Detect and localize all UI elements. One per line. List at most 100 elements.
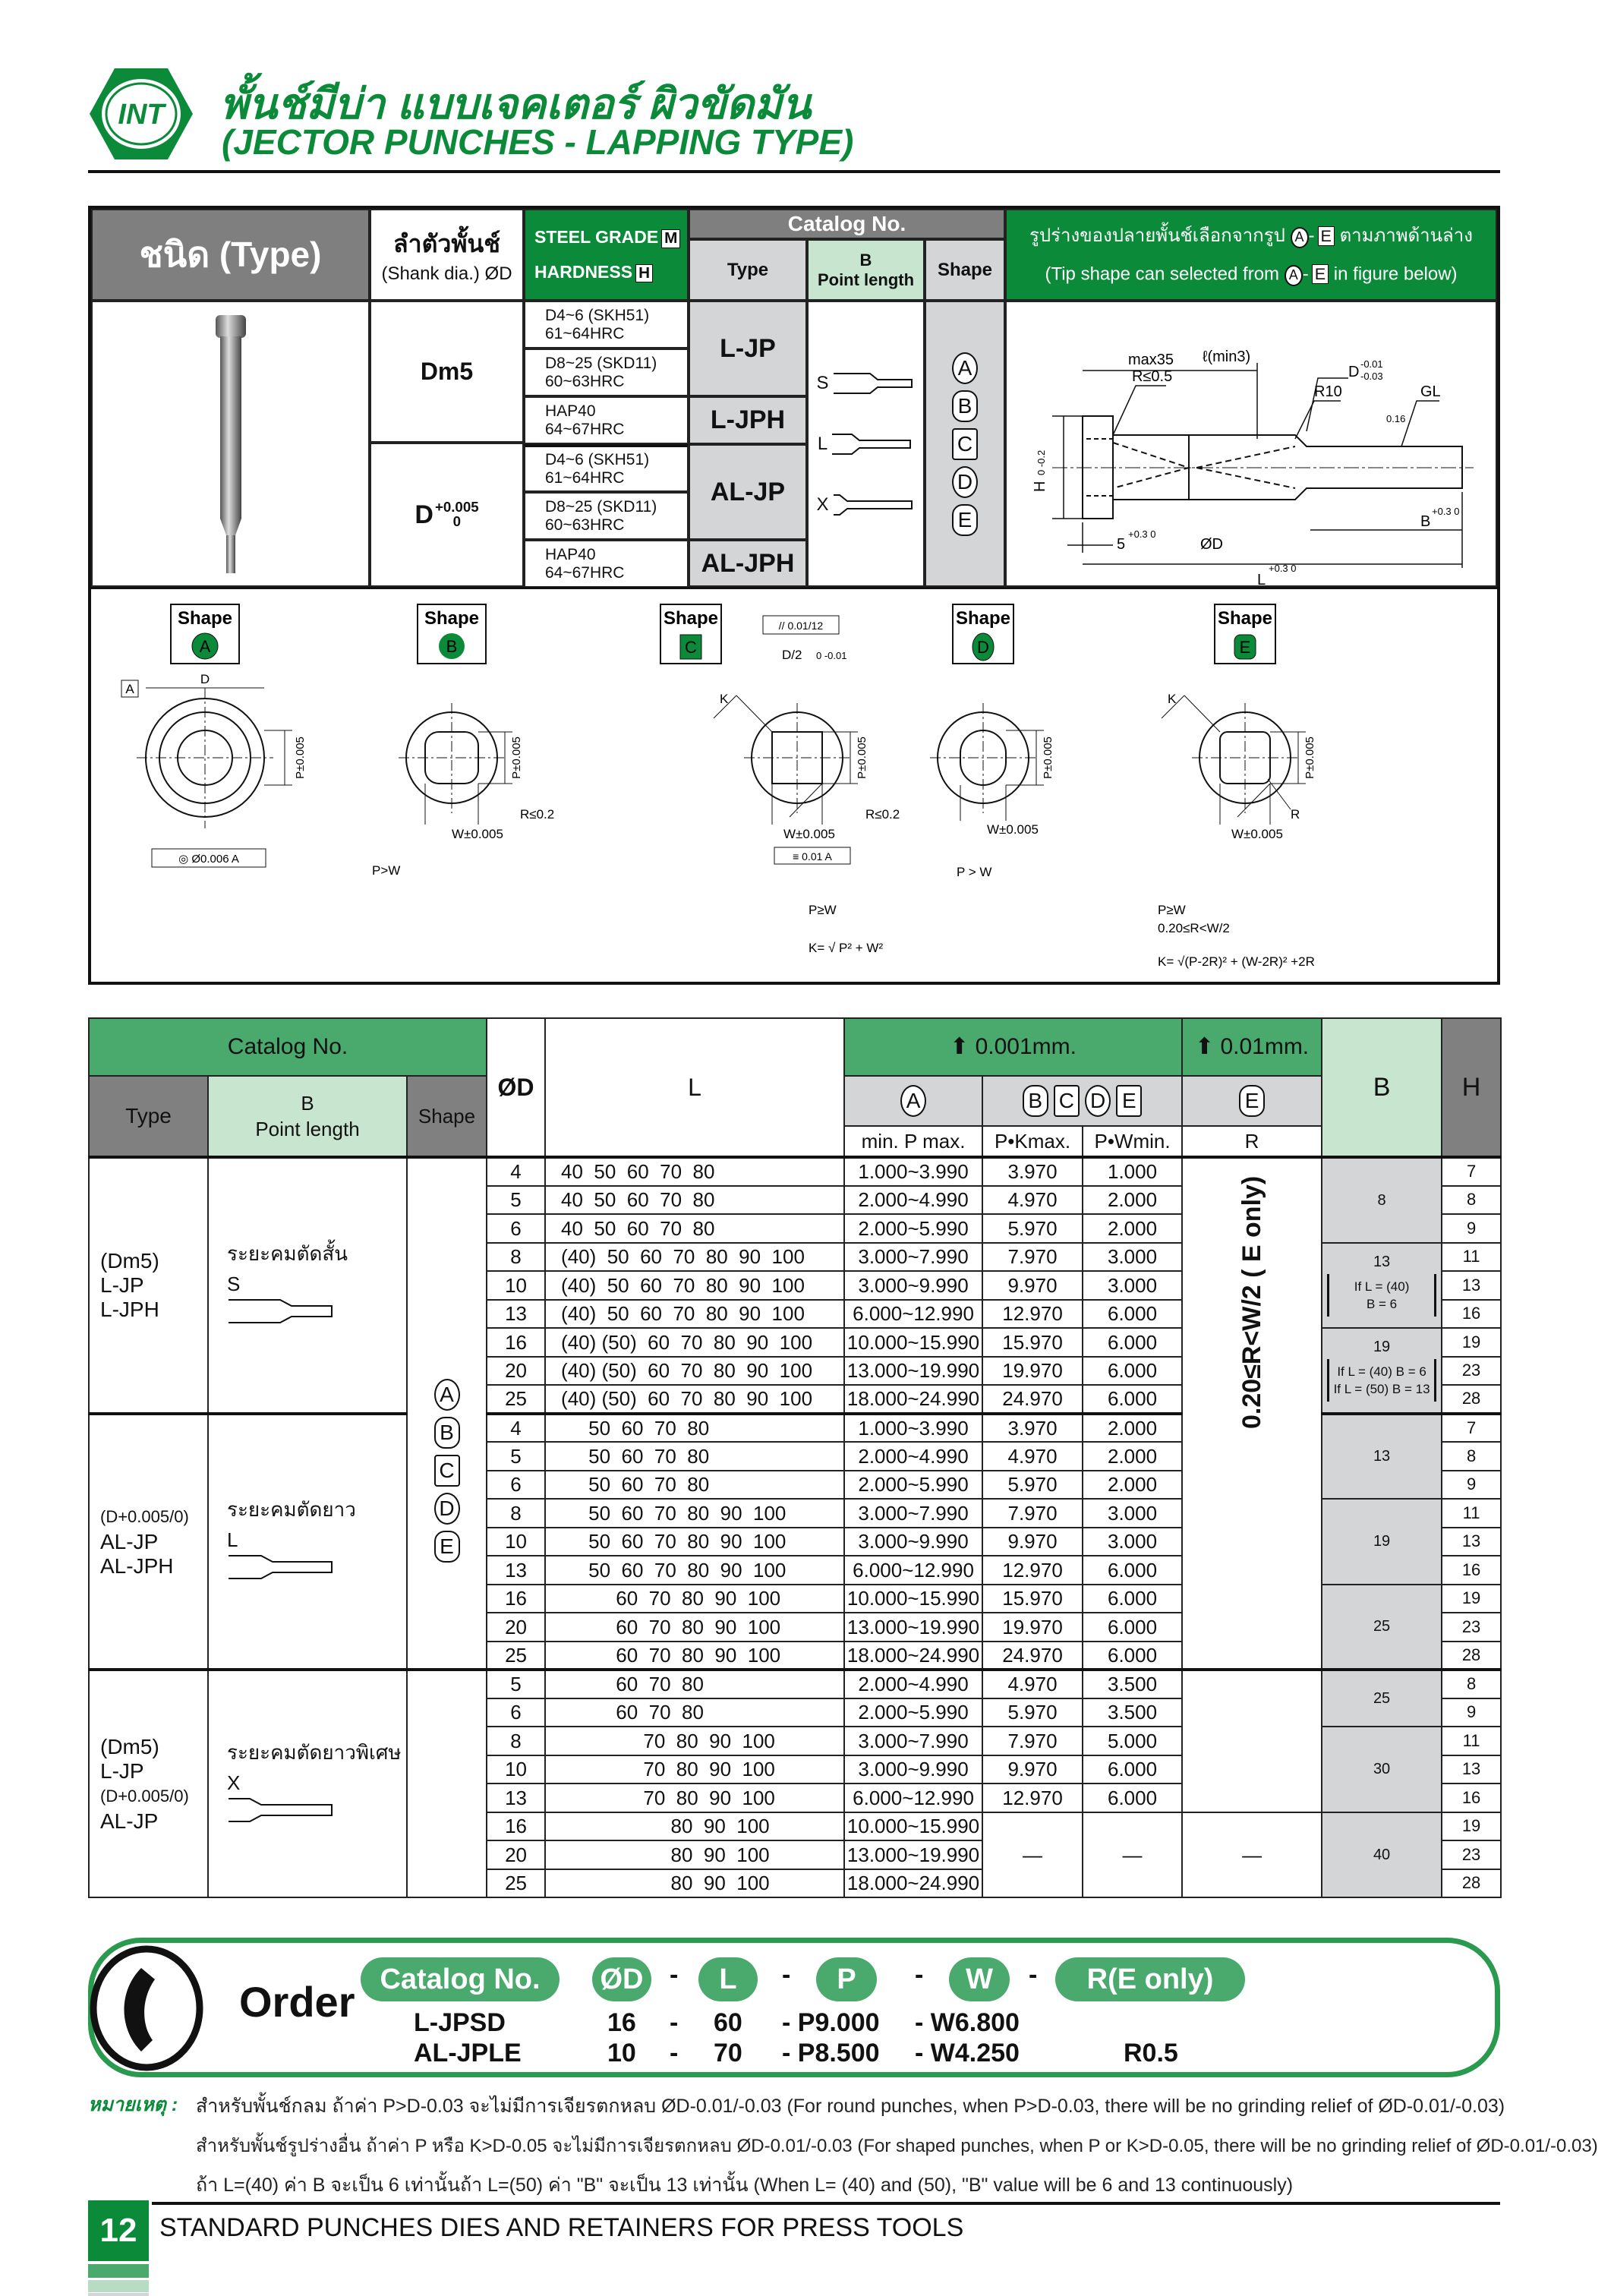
type-line: L-JP (100, 1273, 144, 1297)
svg-text:◎ Ø0.006 A: ◎ Ø0.006 A (178, 853, 239, 866)
l-values: 60 70 80 (544, 1697, 846, 1727)
shape-bcde-header: B C D E (982, 1075, 1184, 1127)
l-values: 80 90 100 (544, 1868, 846, 1898)
od-value: 10 (486, 1270, 547, 1301)
l-values: (40) (50) 60 70 80 90 100 (544, 1327, 846, 1358)
svg-text:W±0.005: W±0.005 (452, 827, 503, 841)
type-tolerance: (D+0.005/0) (100, 1507, 189, 1527)
point-l: L (818, 433, 914, 456)
example-2-p: - P8.500 (782, 2039, 880, 2067)
point-shape-icon (229, 1555, 333, 1580)
shape-b-icon: B (952, 390, 978, 422)
pw-min: 6.000 (1082, 1583, 1184, 1613)
p-range: 10.000~15.990 (843, 1327, 984, 1358)
od-value: 6 (486, 1213, 547, 1244)
od-value: 10 (486, 1526, 547, 1556)
l-values: 40 50 60 70 80 (544, 1156, 846, 1187)
note-1: สำหรับพั้นช์กลม ถ้าค่า P>D-0.03 จะไม่มีก… (196, 2096, 1505, 2117)
pw-min: 3.500 (1082, 1668, 1184, 1699)
pk-max: 12.970 (982, 1298, 1084, 1329)
punch-photo (91, 301, 370, 587)
p-range: 3.000~7.990 (843, 1241, 984, 1272)
sep: - (670, 1960, 679, 1989)
svg-text:C: C (685, 638, 697, 657)
h-value: 16 (1441, 1555, 1502, 1585)
svg-text:-0.01: -0.01 (1360, 358, 1383, 370)
h-value: 8 (1441, 1668, 1502, 1699)
svg-text:≡ 0.01 A: ≡ 0.01 A (793, 850, 832, 863)
p-range: 2.000~4.990 (843, 1184, 984, 1215)
od-value: 10 (486, 1754, 547, 1784)
type-header: ชนิด (Type) (91, 209, 370, 301)
pk-max: 5.970 (982, 1697, 1084, 1727)
pw-min: 2.000 (1082, 1441, 1184, 1471)
h-value: 9 (1441, 1697, 1502, 1727)
pk-max: 7.970 (982, 1241, 1084, 1272)
l-header: L (544, 1017, 846, 1158)
material-grade: D4~6 (SKH51)61~64HRC (524, 444, 689, 492)
pk-max: 15.970 (982, 1583, 1084, 1613)
p-range: 3.000~9.990 (843, 1526, 984, 1556)
shape-e-detail: Shape E K P±0.005 R W±0.005 P≥W 0.20≤R<W… (1158, 604, 1316, 969)
pill-catalog-no: Catalog No. (361, 1957, 560, 2001)
point-shape-icon (229, 1298, 333, 1323)
pk-max: 4.970 (982, 1184, 1084, 1215)
point-s: S (816, 372, 915, 395)
h-value: 28 (1441, 1384, 1502, 1414)
h-header: H (1441, 1017, 1502, 1158)
od-value: 5 (486, 1668, 547, 1699)
example-2-l: 70 (714, 2039, 742, 2067)
pk-max: 4.970 (982, 1668, 1084, 1699)
l-values: 50 60 70 80 (544, 1441, 846, 1471)
note-2: สำหรับพั้นช์รูปร่างอื่น ถ้าค่า P หรือ K>… (196, 2136, 1598, 2156)
type-al-jp: AL-JP (689, 444, 807, 540)
footer-strip (88, 2293, 149, 2296)
shape-e-icon: E (952, 503, 978, 536)
h-value: 11 (1441, 1241, 1502, 1272)
type-l-jph: L-JPH (689, 396, 807, 444)
svg-text:A: A (125, 682, 134, 696)
tolerance-01-header: ⬆ 0.01mm. (1181, 1017, 1323, 1077)
shape-c-detail: Shape C // 0.01/12 D/2 0 -0.01 K P±0.005… (660, 604, 900, 955)
shape-options: A B C D E (925, 301, 1005, 587)
pw-min-na: — (1082, 1811, 1184, 1898)
svg-text:0 -0.01: 0 -0.01 (816, 650, 846, 661)
od-value: 5 (486, 1184, 547, 1215)
h-value: 28 (1441, 1640, 1502, 1670)
pk-max: 9.970 (982, 1526, 1084, 1556)
p-range: 1.000~3.990 (843, 1156, 984, 1187)
r-na: — (1181, 1811, 1323, 1898)
type-line: L-JPH (100, 1297, 159, 1321)
shape-a-header: A (843, 1075, 984, 1127)
footer-text: STANDARD PUNCHES DIES AND RETAINERS FOR … (159, 2213, 964, 2242)
shape-cell-empty (405, 1668, 488, 1898)
pk-max: 15.970 (982, 1327, 1084, 1358)
svg-text:P > W: P > W (957, 865, 991, 879)
h-value: 19 (1441, 1327, 1502, 1358)
p-range: 13.000~19.990 (843, 1355, 984, 1386)
h-value: 19 (1441, 1583, 1502, 1613)
sep: - (782, 1960, 791, 1989)
h-value: 7 (1441, 1411, 1502, 1443)
svg-text:// 0.01/12: // 0.01/12 (779, 620, 824, 632)
pk-max: 12.970 (982, 1555, 1084, 1585)
shape-header: Shape (405, 1075, 488, 1158)
h-value: 16 (1441, 1298, 1502, 1329)
example-1-l: 60 (714, 2008, 742, 2037)
b-value: 25 (1321, 1668, 1443, 1727)
material-grade: D8~25 (SKD11)60~63HRC (524, 348, 689, 396)
h-value: 7 (1441, 1156, 1502, 1187)
catalog-no-header: Catalog No. (87, 1017, 488, 1077)
l-values: (40) 50 60 70 80 90 100 (544, 1241, 846, 1272)
svg-text:W±0.005: W±0.005 (987, 822, 1039, 837)
footer-strip (88, 2264, 149, 2278)
svg-text:P±0.005: P±0.005 (510, 736, 523, 779)
